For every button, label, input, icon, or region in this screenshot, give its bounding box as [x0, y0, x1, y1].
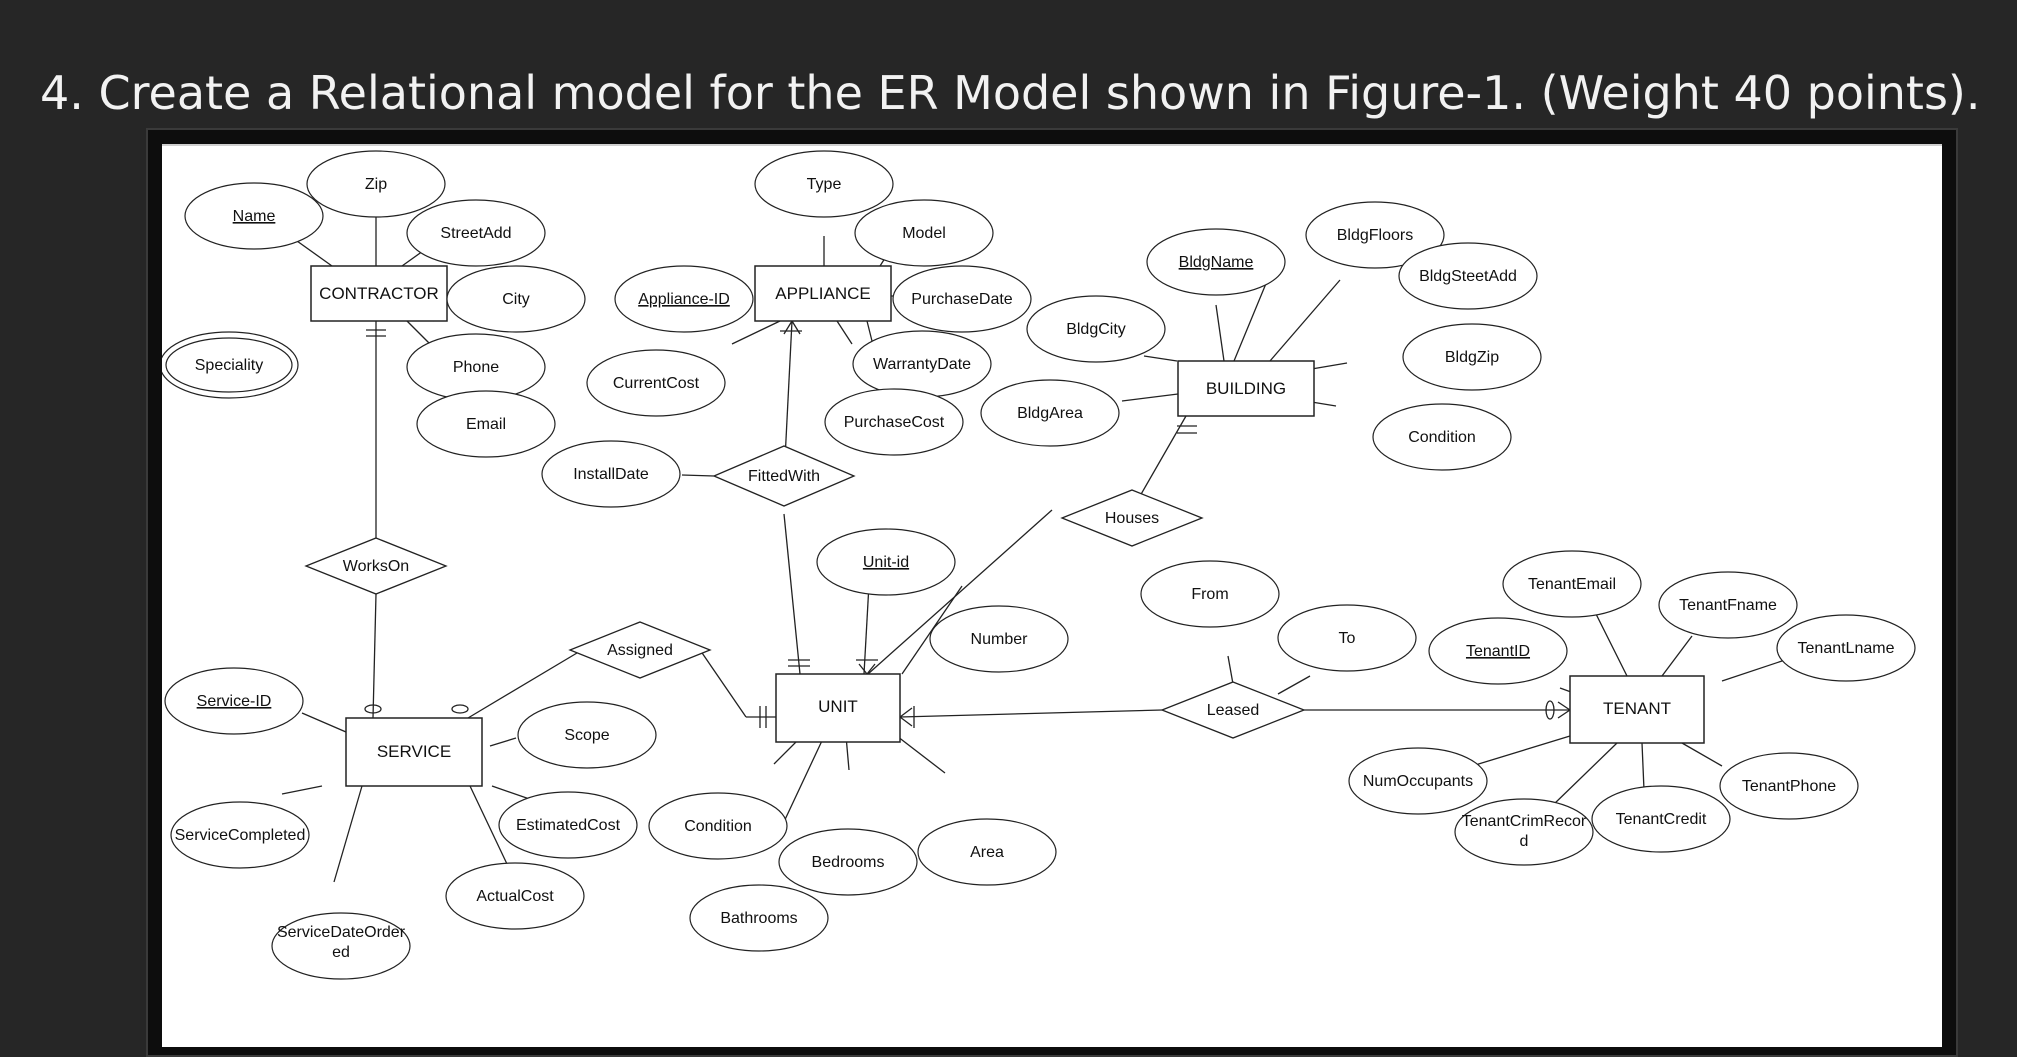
attr-tenant-crim-record-line2: d — [1520, 833, 1529, 850]
attr-service-date-ordered-line2: ed — [332, 944, 350, 961]
attr-zip: Zip — [365, 176, 387, 193]
attr-street-add: StreetAdd — [440, 225, 511, 242]
attr-purchase-date: PurchaseDate — [911, 291, 1012, 308]
rel-works-on — [304, 537, 448, 595]
rel-leased — [1160, 681, 1306, 739]
attr-install-date: InstallDate — [573, 466, 649, 483]
attr-warranty-date: WarrantyDate — [873, 356, 971, 373]
attr-tenant-lname: TenantLname — [1798, 640, 1895, 657]
entity-tenant — [1569, 675, 1705, 744]
attr-scope: Scope — [564, 727, 609, 744]
attr-bldg-zip: BldgZip — [1445, 349, 1499, 366]
attr-tenant-id: TenantID — [1466, 643, 1530, 660]
attr-phone: Phone — [453, 359, 499, 376]
attr-building-condition: Condition — [1408, 429, 1476, 446]
attr-type: Type — [807, 176, 842, 193]
attr-bldg-floors: BldgFloors — [1337, 227, 1413, 244]
attr-unit-id: Unit-id — [863, 554, 909, 571]
attr-bldg-steet-add: BldgSteetAdd — [1419, 268, 1517, 285]
attr-tenant-fname: TenantFname — [1679, 597, 1777, 614]
entity-service — [345, 717, 483, 787]
attribute-ellipses — [162, 150, 1916, 980]
rel-houses — [1060, 489, 1204, 547]
attr-speciality: Speciality — [195, 357, 263, 374]
label-unit: UNIT — [818, 697, 858, 716]
attr-service-date-ordered-line1: ServiceDateOrder — [277, 924, 406, 941]
attr-email: Email — [466, 416, 506, 433]
attr-actual-cost: ActualCost — [476, 888, 554, 905]
label-houses: Houses — [1105, 510, 1159, 527]
attr-to: To — [1339, 630, 1356, 647]
label-building: BUILDING — [1206, 379, 1286, 398]
label-tenant: TENANT — [1603, 699, 1671, 718]
relationship-diamonds — [304, 445, 1306, 739]
attr-bldg-city: BldgCity — [1066, 321, 1126, 338]
attr-bldg-area: BldgArea — [1017, 405, 1083, 422]
rel-fitted-with — [712, 445, 856, 507]
attr-appliance-id: Appliance-ID — [638, 291, 730, 308]
entity-boxes — [310, 265, 1705, 787]
er-diagram: CONTRACTOR APPLIANCE BUILDING SERVICE UN… — [162, 150, 1916, 980]
attr-tenant-crim-record-line1: TenantCrimRecor — [1462, 813, 1587, 830]
attr-service-completed: ServiceCompleted — [175, 827, 306, 844]
label-leased: Leased — [1207, 702, 1260, 719]
label-fitted-with: FittedWith — [748, 468, 820, 485]
attr-name: Name — [233, 208, 276, 225]
attr-model: Model — [902, 225, 946, 242]
entity-appliance — [754, 265, 892, 322]
attr-unit-condition: Condition — [684, 818, 752, 835]
attr-current-cost: CurrentCost — [613, 375, 700, 392]
label-contractor: CONTRACTOR — [319, 284, 439, 303]
attr-from: From — [1191, 586, 1228, 603]
rel-assigned — [568, 621, 712, 679]
attr-city: City — [502, 291, 530, 308]
attr-num-occupants: NumOccupants — [1363, 773, 1473, 790]
label-assigned: Assigned — [607, 642, 673, 659]
question-heading: 4. Create a Relational model for the ER … — [40, 66, 1981, 120]
attr-tenant-phone: TenantPhone — [1742, 778, 1836, 795]
attr-service-id: Service-ID — [197, 693, 272, 710]
figure-frame: CONTRACTOR APPLIANCE BUILDING SERVICE UN… — [146, 128, 1958, 1057]
label-appliance: APPLIANCE — [775, 284, 870, 303]
label-works-on: WorksOn — [343, 558, 409, 575]
label-service: SERVICE — [377, 742, 451, 761]
entity-building — [1177, 360, 1315, 417]
attr-number: Number — [971, 631, 1029, 648]
entity-contractor — [310, 265, 448, 322]
er-diagram-canvas: CONTRACTOR APPLIANCE BUILDING SERVICE UN… — [162, 144, 1942, 1047]
attr-tenant-email: TenantEmail — [1528, 576, 1616, 593]
attr-bathrooms: Bathrooms — [720, 910, 797, 927]
attr-tenant-credit: TenantCredit — [1616, 811, 1707, 828]
attr-bedrooms: Bedrooms — [812, 854, 885, 871]
attr-bldg-name: BldgName — [1179, 254, 1254, 271]
attr-area: Area — [970, 844, 1004, 861]
attr-estimated-cost: EstimatedCost — [516, 817, 621, 834]
entity-unit — [775, 673, 901, 743]
attr-purchase-cost: PurchaseCost — [844, 414, 945, 431]
